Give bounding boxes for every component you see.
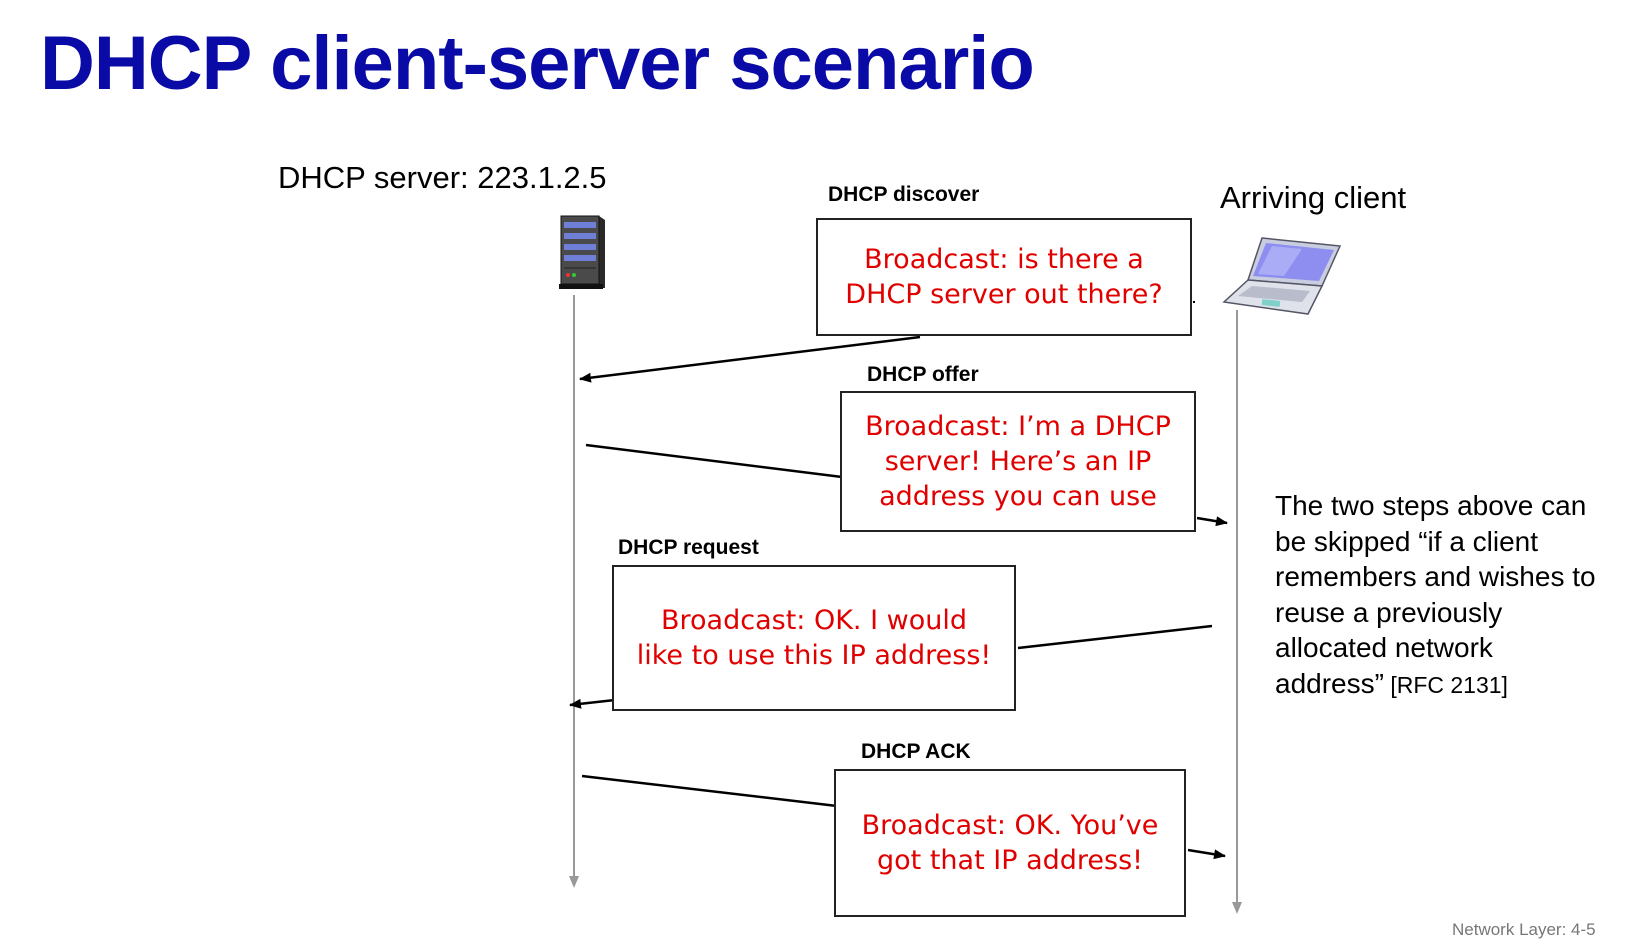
server-icon xyxy=(559,215,605,289)
ack-arrow-line xyxy=(581,774,838,808)
laptop-icon xyxy=(1222,237,1342,315)
rfc-note-ref: [RFC 2131] xyxy=(1383,671,1508,698)
msg-box-discover: Broadcast: is there a DHCP server out th… xyxy=(816,218,1192,336)
msg-label-discover: DHCP discover xyxy=(828,183,980,206)
request-arrow-line xyxy=(1017,624,1213,650)
msg-box-request: Broadcast: OK. I would like to use this … xyxy=(612,565,1016,711)
msg-box-offer: Broadcast: I’m a DHCP server! Here’s an … xyxy=(840,391,1196,532)
offer-arrow-line xyxy=(585,443,843,479)
discover-arrow xyxy=(579,335,921,383)
ack-arrow xyxy=(1187,848,1226,860)
msg-text-offer: Broadcast: I’m a DHCP server! Here’s an … xyxy=(865,410,1171,513)
msg-box-ack: Broadcast: OK. You’ve got that IP addres… xyxy=(834,769,1186,917)
msg-label-ack: DHCP ACK xyxy=(861,740,971,763)
server-label: DHCP server: 223.1.2.5 xyxy=(278,160,607,195)
page-title: DHCP client-server scenario xyxy=(40,21,1035,106)
rfc-note-text: The two steps above can be skipped “if a… xyxy=(1275,490,1596,699)
msg-text-discover: Broadcast: is there a DHCP server out th… xyxy=(845,243,1163,310)
offer-arrow xyxy=(1196,516,1228,527)
rfc-note: The two steps above can be skipped “if a… xyxy=(1275,488,1605,701)
slide-footer: Network Layer: 4-5 xyxy=(1452,920,1596,939)
msg-label-request: DHCP request xyxy=(618,536,759,559)
msg-text-ack: Broadcast: OK. You’ve got that IP addres… xyxy=(861,809,1159,876)
client-label: Arriving client xyxy=(1220,180,1407,215)
msg-label-offer: DHCP offer xyxy=(867,363,979,386)
msg-text-request: Broadcast: OK. I would like to use this … xyxy=(636,604,992,671)
request-arrow xyxy=(569,698,616,709)
